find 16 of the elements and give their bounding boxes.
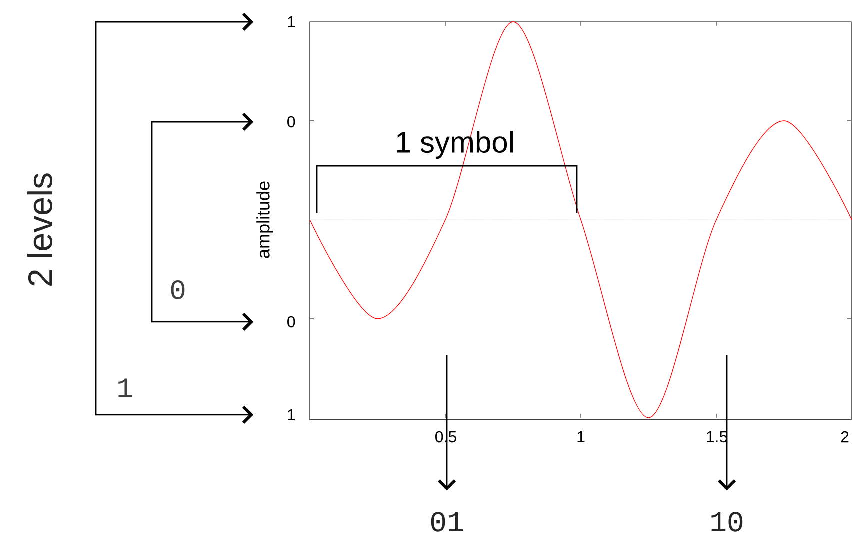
arrow (718, 354, 736, 491)
bracket-arrow (151, 112, 254, 332)
bit-pair-label: 10 (712, 512, 743, 532)
arrow (438, 354, 456, 491)
tick-label: 2 (841, 431, 849, 443)
tick-label: 1 (578, 431, 585, 442)
axis-label: amplitude (256, 182, 274, 258)
tick-label: 0 (288, 316, 296, 328)
tick-label: 1 (288, 16, 296, 28)
edge-label: 0 (171, 280, 185, 300)
tick-label: 1 (288, 409, 296, 420)
tick-label: 0 (288, 116, 296, 128)
bracket-arrow (95, 12, 254, 424)
level-count-label: 2 levels (28, 174, 52, 286)
bit-pair-label: 01 (431, 512, 463, 532)
edge-label: 1 (118, 378, 132, 398)
